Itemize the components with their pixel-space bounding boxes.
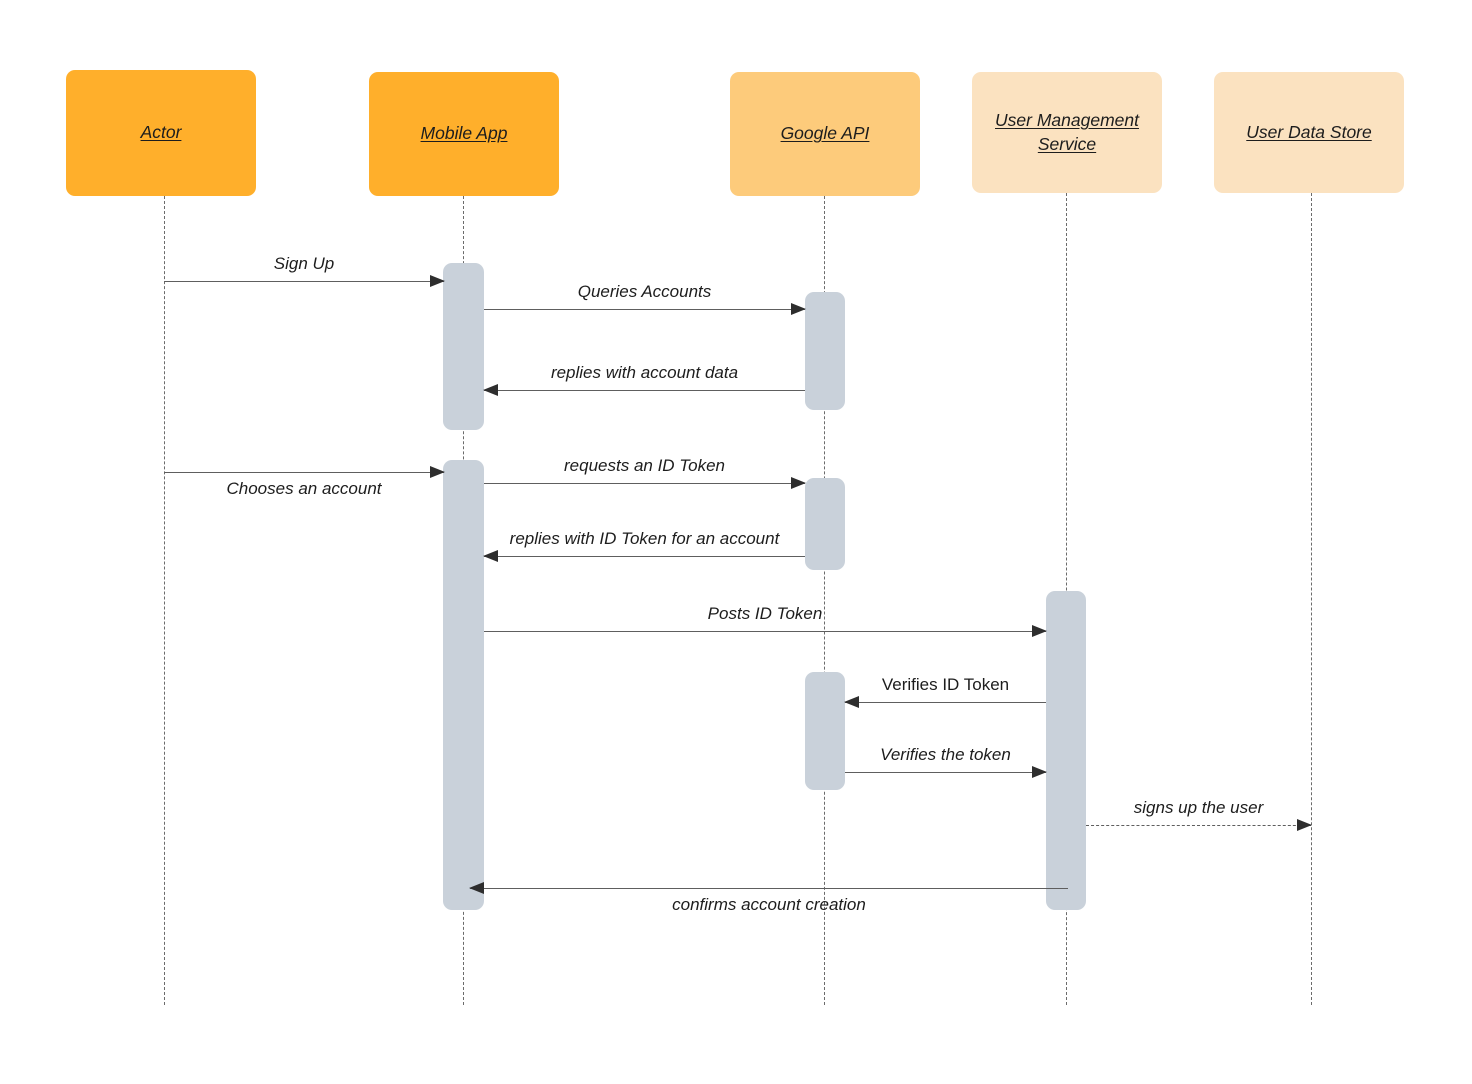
message-line-verifies-the-token [845,772,1046,773]
message-line-posts-id-token [484,631,1046,632]
message-label-signs-up-the-user: signs up the user [1133,798,1264,817]
message-line-queries-accounts [484,309,805,310]
message-label-queries-accounts: Queries Accounts [577,282,712,301]
lifeline-user-data-store [1311,193,1312,1005]
arrowhead-right-icon [430,465,445,478]
message-label-replies-with-account-data: replies with account data [550,363,739,382]
participant-label-google-api: Google API [780,123,870,144]
participant-mobile-app[interactable]: Mobile App [369,72,559,196]
activation-bar-user-management-service[interactable] [1046,591,1086,910]
message-line-sign-up [164,281,444,282]
arrowhead-right-icon [1032,765,1047,778]
activation-bar-mobile-app[interactable] [443,460,484,910]
arrowhead-left-icon [469,881,484,894]
activation-bar-mobile-app[interactable] [443,263,484,430]
arrowhead-left-icon [483,549,498,562]
arrowhead-right-icon [791,302,806,315]
lifeline-google-api [824,196,825,1005]
message-line-chooses-an-account [164,472,444,473]
participant-label-user-data-store: User Data Store [1246,121,1372,142]
participant-label-actor: Actor [140,122,182,143]
arrowhead-right-icon [430,274,445,287]
message-label-replies-with-id-token: replies with ID Token for an account [509,529,780,548]
message-line-requests-an-id-token [484,483,805,484]
message-label-confirms-account-creation: confirms account creation [672,895,866,914]
participant-user-data-store[interactable]: User Data Store [1214,72,1404,193]
message-label-verifies-the-token: Verifies the token [880,745,1011,764]
participant-google-api[interactable]: Google API [730,72,920,196]
message-line-verifies-id-token [845,702,1046,703]
arrowhead-left-icon [483,383,498,396]
message-line-signs-up-the-user [1086,825,1311,826]
participant-label-mobile-app: Mobile App [420,123,508,144]
activation-bar-google-api[interactable] [805,672,845,790]
message-label-sign-up: Sign Up [273,254,335,273]
lifeline-actor [164,196,165,1005]
message-label-posts-id-token: Posts ID Token [707,604,823,623]
activation-bar-google-api[interactable] [805,478,845,570]
message-line-replies-with-id-token [484,556,805,557]
arrowhead-left-icon [844,695,859,708]
message-line-replies-with-account-data [484,390,805,391]
activation-bar-google-api[interactable] [805,292,845,410]
arrowhead-right-icon [1297,818,1312,831]
message-label-chooses-an-account: Chooses an account [226,479,382,498]
message-label-requests-an-id-token: requests an ID Token [564,456,725,475]
arrowhead-right-icon [1032,624,1047,637]
message-label-verifies-id-token: Verifies ID Token [881,675,1010,694]
message-line-confirms-account-creation [470,888,1068,889]
participant-user-management-service[interactable]: User Management Service [972,72,1162,193]
participant-actor[interactable]: Actor [66,70,256,196]
arrowhead-right-icon [791,476,806,489]
participant-label-user-management-service: User Management Service [995,110,1139,154]
